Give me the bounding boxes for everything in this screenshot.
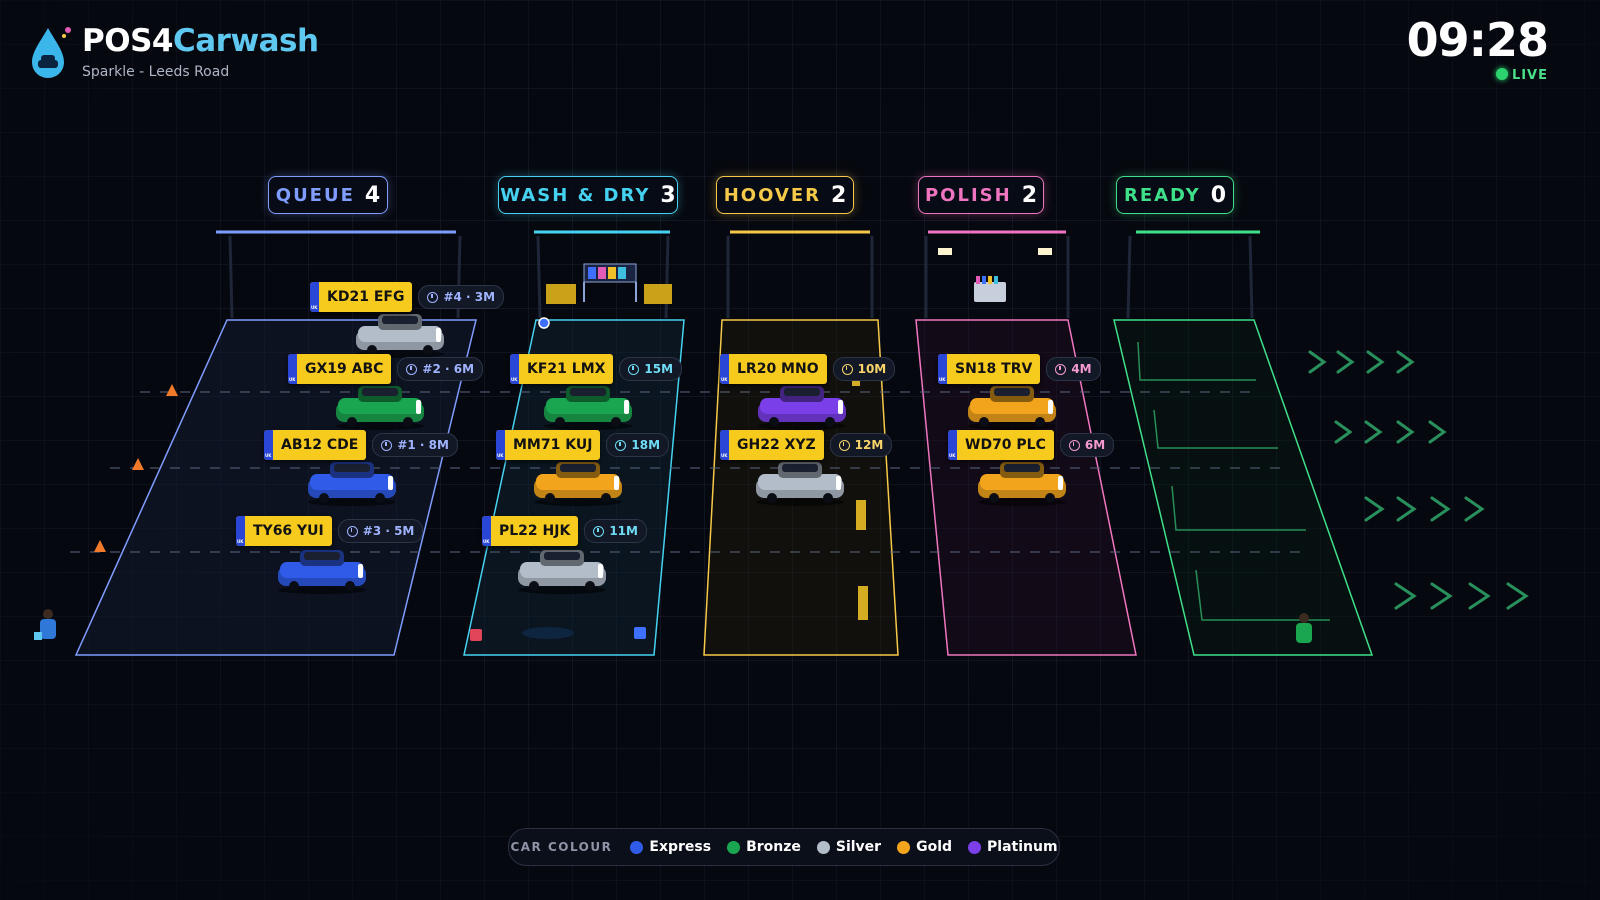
car-gold[interactable] [528,460,628,506]
car-tag-lr20-mno[interactable]: LR20 MNO 10M [720,354,896,384]
clock-time: 09:28 [1406,13,1549,67]
clock-icon [381,439,393,451]
legend-dot-icon [816,840,830,854]
clock-icon [628,363,640,375]
car-bronze[interactable] [538,384,638,430]
app-title: POS4Carwash [82,23,319,59]
live-indicator: LIVE [1407,68,1548,83]
car-tag-kd21-efg[interactable]: KD21 EFG #4 · 3M [310,282,505,312]
clock-icon [615,439,627,451]
time-pill: 18M [606,433,670,457]
number-plate: GX19 ABC [288,354,392,384]
column-header-queue[interactable]: QUEUE 4 [268,176,388,214]
queue-info-pill: #4 · 3M [418,285,505,309]
column-count: 0 [1210,182,1227,208]
car-silver[interactable] [512,548,612,594]
time-pill: 15M [619,357,683,381]
column-label: QUEUE [275,184,355,206]
legend-dot-icon [727,840,741,854]
car-tag-gx19-abc[interactable]: GX19 ABC #2 · 6M [288,354,484,384]
column-label: HOOVER [723,184,821,206]
column-header-ready[interactable]: READY 0 [1116,176,1234,214]
live-dot-icon [1495,68,1508,80]
number-plate: TY66 YUI [236,516,332,546]
car-gold[interactable] [962,384,1062,430]
number-plate: PL22 HJK [482,516,579,546]
polish-cart [974,276,1006,302]
time-pill: 6M [1059,433,1115,457]
legend-title: CAR COLOUR [510,840,613,854]
number-plate: LR20 MNO [720,354,827,384]
brand: POS4Carwash Sparkle - Leeds Road [28,22,319,80]
number-plate: GH22 XYZ [720,430,824,460]
legend-item-silver: Silver [816,839,881,855]
car-tag-pl22-hjk[interactable]: PL22 HJK 11M [482,516,647,546]
ready-bays [1137,341,1330,621]
car-tag-kf21-lmx[interactable]: KF21 LMX 15M [510,354,683,384]
car-platinum[interactable] [752,384,852,430]
lane-ready [1113,319,1374,656]
queue-info-pill: #2 · 6M [397,357,484,381]
legend-dot-icon [897,840,911,854]
legend-item-express: Express [630,839,711,855]
number-plate: KF21 LMX [510,354,614,384]
car-tag-ab12-cde[interactable]: AB12 CDE #1 · 8M [264,430,458,460]
water-drop-logo-icon [32,27,71,78]
number-plate: WD70 PLC [948,430,1054,460]
car-tag-gh22-xyz[interactable]: GH22 XYZ 12M [720,430,893,460]
legend-item-bronze: Bronze [727,839,801,855]
car-express[interactable] [302,460,402,506]
legend-dot-icon [968,840,982,854]
car-tag-sn18-trv[interactable]: SN18 TRV 4M [938,354,1101,384]
number-plate: AB12 CDE [264,430,367,460]
queue-info-pill: #1 · 8M [372,433,458,457]
number-plate: KD21 EFG [310,282,413,312]
clock-icon [1055,363,1067,375]
column-header-hoover[interactable]: HOOVER 2 [716,176,854,214]
queue-info-pill: #3 · 5M [337,519,424,543]
location-label: Sparkle - Leeds Road [82,64,230,80]
clock-icon [406,363,418,375]
car-tag-ty66-yui[interactable]: TY66 YUI #3 · 5M [236,516,424,546]
car-gold[interactable] [972,460,1072,506]
time-pill: 11M [584,519,647,543]
time-pill: 4M [1046,357,1101,381]
car-express[interactable] [272,548,372,594]
column-label: POLISH [924,184,1012,206]
number-plate: MM71 KUJ [496,430,601,460]
clock-icon [427,291,439,303]
column-count: 2 [830,182,847,208]
legend-item-platinum: Platinum [968,839,1058,855]
column-count: 2 [1021,182,1037,208]
wash-gantry [546,263,672,304]
clock-icon [841,363,853,375]
time-pill: 12M [829,433,893,457]
worker-icon [34,609,56,640]
clock-icon [1068,439,1080,451]
column-label: READY [1123,184,1201,206]
legend-dot-icon [630,840,644,854]
clock-icon [838,439,850,451]
clock-icon [346,525,358,537]
column-count: 4 [364,182,381,208]
column-header-polish[interactable]: POLISH 2 [918,176,1044,214]
car-silver[interactable] [750,460,850,506]
worker-icon [1296,613,1312,643]
column-label: WASH & DRY [500,184,651,206]
car-bronze[interactable] [330,384,430,430]
column-header-wash-dry[interactable]: WASH & DRY 3 [498,176,678,214]
legend-item-gold: Gold [897,839,952,855]
car-silver[interactable] [350,312,450,358]
clock-icon [593,525,605,537]
column-count: 3 [660,182,676,208]
car-colour-legend: CAR COLOUR Express Bronze Silver Gold Pl… [508,828,1060,866]
time-pill: 10M [832,357,896,381]
car-tag-mm71-kuj[interactable]: MM71 KUJ 18M [496,430,670,460]
car-tag-wd70-plc[interactable]: WD70 PLC 6M [948,430,1115,460]
clock: 09:28 LIVE [1406,10,1549,83]
number-plate: SN18 TRV [938,354,1041,384]
exit-chevrons [1308,350,1529,610]
